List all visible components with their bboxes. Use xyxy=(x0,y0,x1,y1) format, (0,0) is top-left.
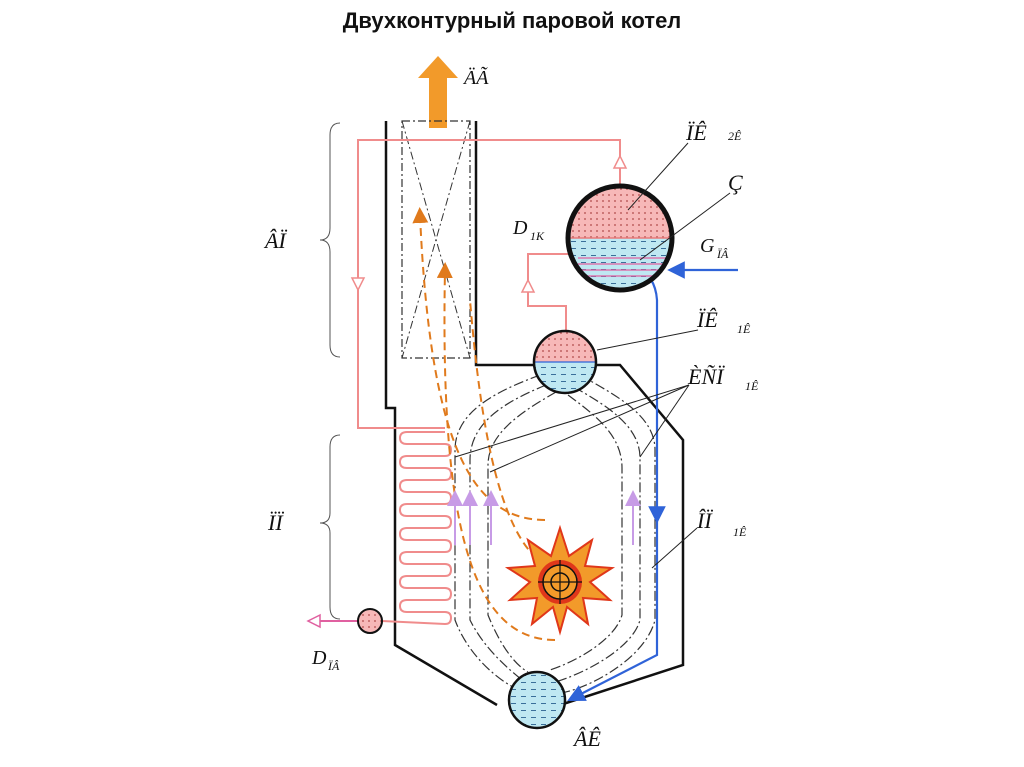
superheater-brace xyxy=(319,434,341,620)
secondary-drum-sub: 2Ê xyxy=(728,129,742,143)
superheater-zone-label: ÏÏ xyxy=(267,510,284,535)
flue-gas-arrow xyxy=(418,56,458,128)
convective-shaft xyxy=(401,120,471,359)
primary-drum xyxy=(532,329,598,395)
screens-sub: 1Ê xyxy=(745,379,759,393)
steam-outlet-label: D xyxy=(311,647,327,669)
lower-collector-label: ÂÊ xyxy=(572,726,601,751)
separator-label: Ç xyxy=(728,170,743,195)
feed-water-sub: ÏÂ xyxy=(716,246,729,261)
steam-outlet-sub: ÏÂ xyxy=(327,658,340,673)
leader-lines xyxy=(454,142,731,569)
rising-flow-arrows xyxy=(447,490,641,545)
page-title: Двухконтурный паровой котел xyxy=(342,8,682,33)
screen-tubes xyxy=(454,374,656,694)
downcomer-label: ÎÏ xyxy=(696,508,713,533)
primary-drum-label: ÏÊ xyxy=(696,307,718,332)
steam-outlet-arrow xyxy=(306,613,321,629)
lower-collector xyxy=(507,670,567,730)
boiler-walls xyxy=(384,121,685,707)
d1k-label: D xyxy=(512,217,528,239)
loop-arrow-top xyxy=(612,154,628,169)
secondary-drum-label: ÏÊ xyxy=(685,120,707,145)
gas-flow-paths xyxy=(412,207,561,641)
flue-gas-label: ÄÃ xyxy=(462,65,489,89)
economizer-brace xyxy=(319,122,341,358)
secondary-drum xyxy=(565,183,675,293)
loop-arrow-d1k xyxy=(520,278,536,293)
steam-outlet-collector xyxy=(357,608,383,634)
superheater-coil xyxy=(381,431,453,626)
screens-label: ÈÑÏ xyxy=(687,364,725,389)
feed-water-label: G xyxy=(700,235,715,257)
loop-arrow-left xyxy=(350,277,366,292)
furnace-flame xyxy=(504,524,616,636)
downcomer-sub: 1Ê xyxy=(733,525,747,539)
primary-drum-sub: 1Ê xyxy=(737,322,751,336)
d1k-sub: 1K xyxy=(530,229,545,243)
economizer-zone-label: ÂÏ xyxy=(263,228,287,253)
